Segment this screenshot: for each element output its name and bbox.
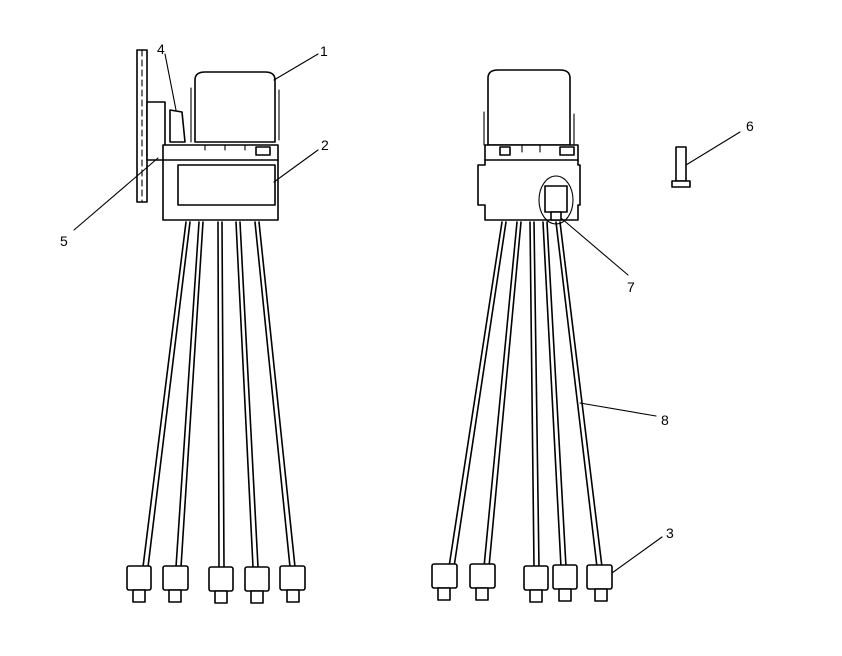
connector <box>469 563 496 601</box>
connector <box>162 565 189 603</box>
top-cover <box>190 71 280 143</box>
mounting-bracket <box>136 49 166 203</box>
callout-7: 7 <box>627 279 635 295</box>
callout-6: 6 <box>746 118 754 134</box>
callout-4: 4 <box>157 41 165 57</box>
left-assembly <box>126 49 306 604</box>
callout-3: 3 <box>666 525 674 541</box>
clip <box>169 109 186 143</box>
callout-1: 1 <box>320 43 328 59</box>
callout-leaders <box>73 53 741 574</box>
callout-2: 2 <box>321 137 329 153</box>
housing-body <box>162 144 279 221</box>
connector <box>431 563 458 601</box>
callout-5: 5 <box>60 233 68 249</box>
cable-bundle-right <box>448 221 603 568</box>
connector <box>208 566 234 604</box>
connector <box>552 564 578 602</box>
connector <box>523 565 549 603</box>
connector <box>126 565 152 603</box>
connector <box>244 566 270 604</box>
cable-bundle-left <box>142 221 296 568</box>
connector <box>279 565 306 603</box>
right-assembly <box>431 69 613 603</box>
top-cover <box>483 69 575 146</box>
callout-labels: 1 2 3 4 5 6 7 8 <box>60 41 754 541</box>
bolt <box>671 146 691 188</box>
connector <box>586 564 613 602</box>
callout-8: 8 <box>661 412 669 428</box>
